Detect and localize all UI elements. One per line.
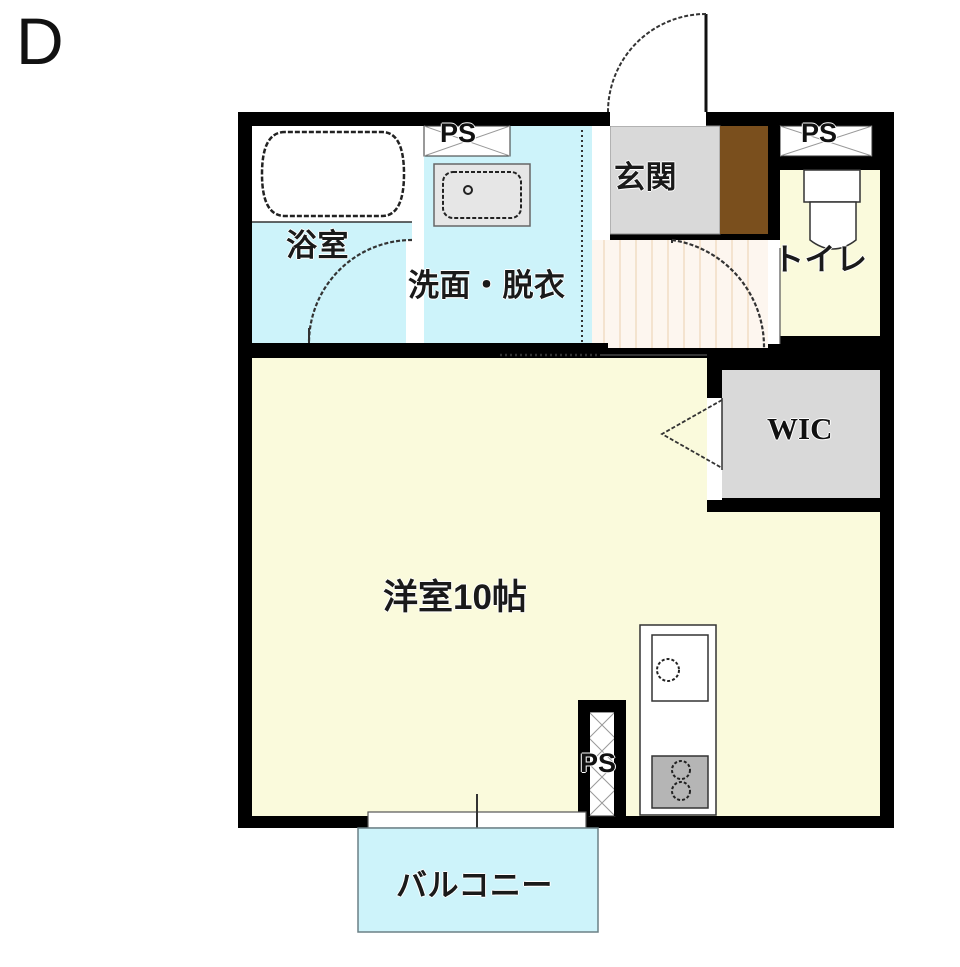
entrance-door xyxy=(607,13,708,126)
vanity-sink-icon xyxy=(433,163,531,227)
shaft-ps-washroom xyxy=(423,125,511,157)
room-fill-wic xyxy=(722,370,880,498)
shaft-ps-kitchen xyxy=(588,711,616,817)
wic-door xyxy=(660,398,723,500)
room-fill-main-room xyxy=(252,358,880,816)
kitchen-unit xyxy=(639,624,717,816)
dotted-dividers xyxy=(500,130,707,357)
toilet-fixture-icon xyxy=(803,169,861,250)
hallway-door xyxy=(671,238,766,349)
room-fill-entrance xyxy=(609,125,768,235)
structural-walls xyxy=(238,112,894,816)
bathtub-icon xyxy=(252,126,412,223)
toilet-door xyxy=(768,248,781,344)
room-fill-washroom xyxy=(424,126,592,343)
shaft-ps-toilet xyxy=(779,125,873,157)
balcony-area xyxy=(357,827,599,933)
room-fill-corridor xyxy=(592,240,768,348)
bathroom-door xyxy=(307,238,418,344)
